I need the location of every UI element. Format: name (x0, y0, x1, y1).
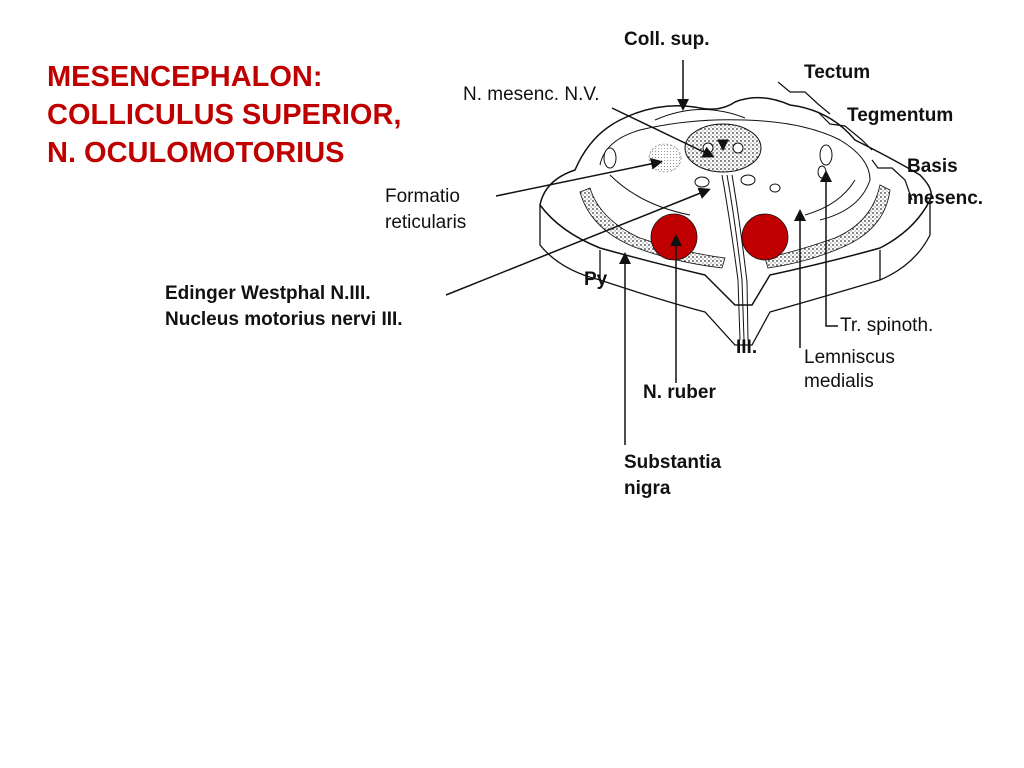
label-nigra: nigra (624, 478, 671, 499)
pointer-n-mesenc (611, 107, 715, 158)
label-reticularis: reticularis (385, 212, 467, 233)
oculomotor-fibers (721, 174, 749, 341)
label-coll-sup: Coll. sup. (624, 29, 710, 50)
label-medialis: medialis (804, 371, 874, 392)
label-n-mesenc: N. mesenc. N.V. (463, 84, 600, 105)
label-tr-spinoth: Tr. spinoth. (840, 315, 934, 336)
substantia-nigra-left (579, 187, 726, 269)
tract-markers (603, 144, 833, 193)
label-n-ruber: N. ruber (643, 382, 716, 403)
pointer-tr-spinoth (820, 170, 838, 327)
title-line-3: N. OCULOMOTORIUS (47, 137, 345, 169)
title-line-2: COLLICULUS SUPERIOR, (47, 99, 402, 131)
label-substantia: Substantia (624, 452, 722, 473)
label-tegmentum: Tegmentum (847, 105, 954, 126)
slide-title: MESENCEPHALON: COLLICULUS SUPERIOR, N. O… (47, 58, 401, 172)
substantia-nigra-right (764, 184, 891, 269)
label-basis: Basis (907, 156, 958, 177)
label-formatio: Formatio (385, 186, 460, 207)
label-edinger-westphal: Edinger Westphal N.III. (165, 283, 371, 304)
tegmentum-outlines (599, 109, 871, 221)
pointer-edinger (445, 187, 711, 296)
pointer-formatio (495, 157, 663, 197)
formatio-reticularis-area (648, 143, 682, 173)
nucleus-ruber-left (650, 213, 698, 261)
label-nucleus-motorius: Nucleus motorius nervi III. (165, 309, 403, 330)
pointer-lines (445, 60, 838, 445)
label-iii: III. (736, 337, 758, 358)
label-py: Py (584, 269, 608, 290)
title-line-1: MESENCEPHALON: (47, 61, 323, 93)
region-brackets (777, 81, 913, 201)
nucleus-ruber-right (741, 213, 789, 261)
label-lemniscus: Lemniscus (804, 347, 895, 368)
label-tectum: Tectum (804, 62, 871, 83)
label-basis-mesenc: mesenc. (907, 188, 984, 209)
section-outline (539, 96, 932, 306)
